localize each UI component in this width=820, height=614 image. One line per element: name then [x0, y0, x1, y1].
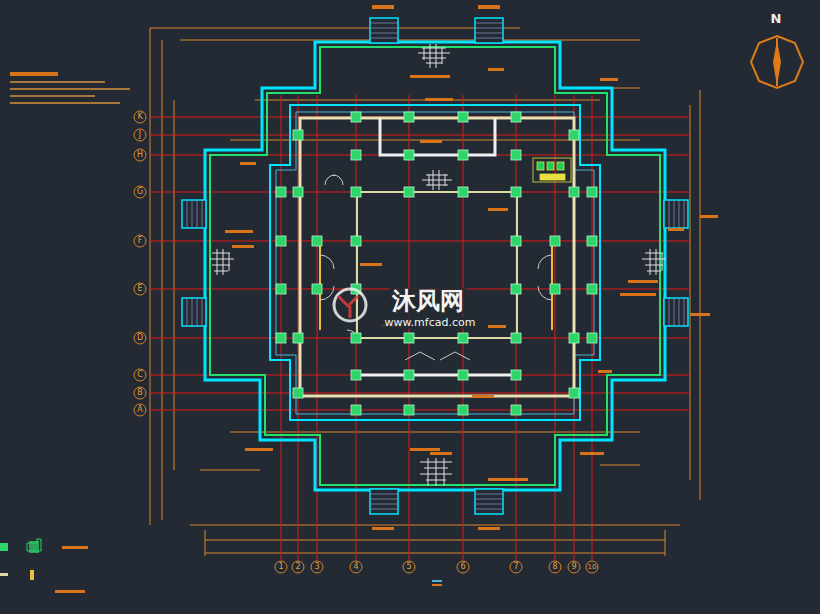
watermark: 沐风网	[389, 288, 467, 314]
toilet-fixtures	[533, 158, 571, 182]
axis-label: K	[137, 113, 142, 121]
axis-label: 1	[278, 563, 283, 571]
paving-hatch	[210, 44, 666, 486]
axis-label: 3	[314, 563, 319, 571]
notes	[10, 72, 130, 104]
north-arrow	[751, 36, 803, 88]
watermark-url: www.mfcad.com	[382, 316, 479, 329]
axis-label: 4	[353, 563, 358, 571]
axis-label: F	[138, 237, 143, 245]
axis-label: B	[137, 389, 143, 397]
axis-label: G	[137, 188, 143, 196]
axis-label: A	[137, 406, 142, 414]
axis-label: 5	[406, 563, 411, 571]
walls	[300, 118, 574, 396]
axis-label: 2	[295, 563, 300, 571]
axis-label: D	[137, 334, 143, 342]
axis-label: J	[139, 131, 141, 139]
axis-label: H	[137, 151, 143, 159]
axis-label: 7	[513, 563, 518, 571]
stairs	[182, 18, 688, 514]
axis-label: 6	[460, 563, 465, 571]
watermark-logo	[334, 289, 366, 321]
platform-outline	[205, 42, 665, 490]
building-outline	[270, 105, 600, 420]
scale-mark	[432, 580, 442, 586]
axis-label: 10	[588, 564, 597, 571]
axis-label: 9	[571, 563, 576, 571]
columns	[276, 112, 597, 415]
annotation-bars	[55, 5, 718, 593]
axis-label: 8	[552, 563, 557, 571]
door-swings	[320, 175, 552, 360]
stair-treads	[187, 23, 684, 509]
symbol-samples	[0, 539, 41, 580]
north-label: N	[771, 12, 782, 25]
axis-label: E	[137, 285, 142, 293]
dimension-lines	[150, 28, 700, 556]
axis-label: C	[137, 371, 143, 379]
